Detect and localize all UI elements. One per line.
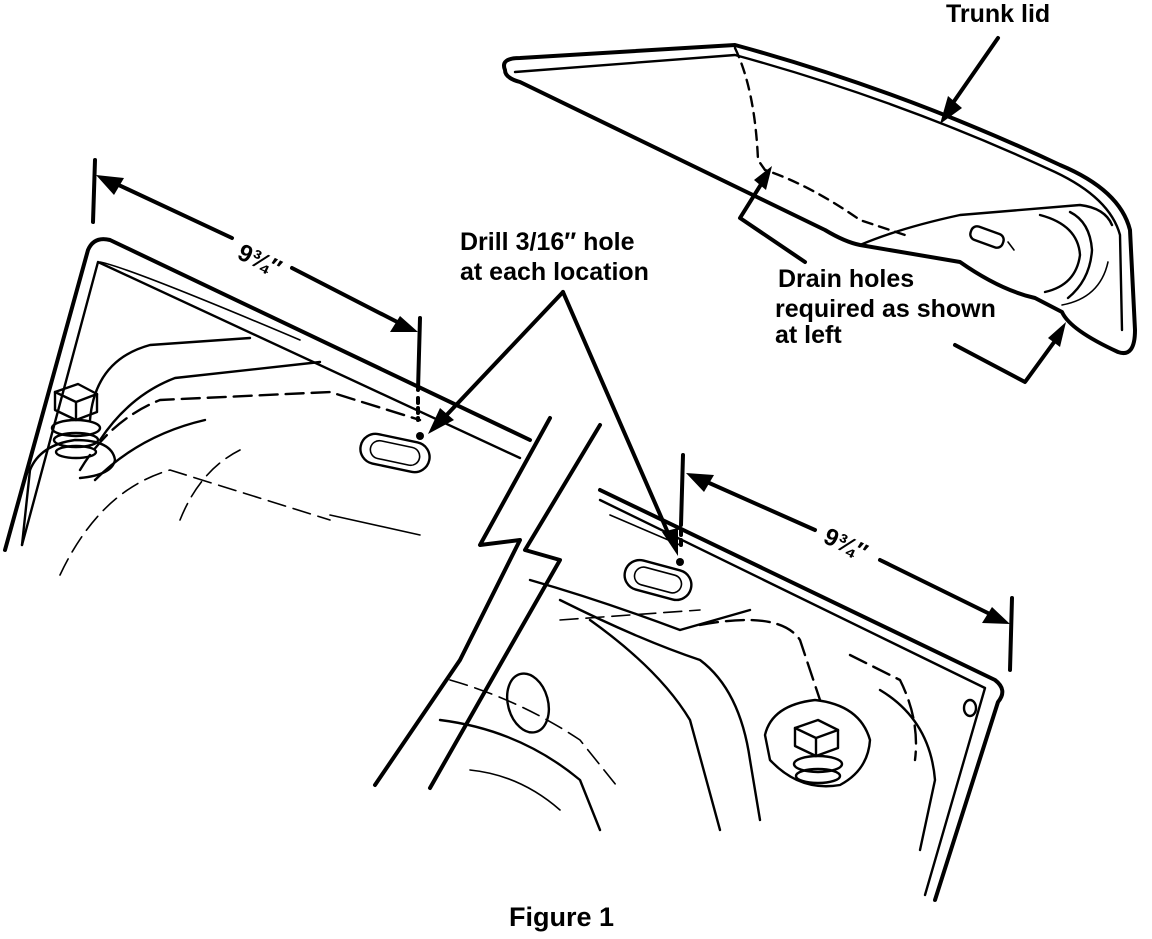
drill-leaders [428, 290, 678, 556]
right-bolt-icon [792, 718, 844, 785]
right-slot [623, 558, 693, 602]
drain-leaders [738, 166, 1066, 384]
drain-holes-line2: required as shown [775, 295, 996, 323]
drill-instruction-line2: at each location [460, 258, 649, 286]
left-bolt-icon [50, 382, 102, 460]
drain-holes-line3: at left [775, 321, 842, 349]
trunk-lid-leader [940, 36, 1000, 124]
trunk-lid-label: Trunk lid [946, 0, 1050, 28]
right-trunk-panel [438, 488, 1005, 902]
trunk-lid-drawing [502, 43, 1137, 355]
drain-holes-line1: Drain holes [778, 265, 914, 293]
right-dimension-label: 9¾″ [819, 523, 872, 567]
left-dimension-label: 9¾″ [233, 239, 286, 283]
left-trunk-panel [3, 237, 532, 576]
right-dimension [679, 453, 1014, 672]
break-line [373, 416, 602, 790]
left-dimension [91, 158, 422, 422]
figure-caption: Figure 1 [509, 902, 614, 932]
left-slot [359, 432, 431, 474]
left-drill-point [416, 432, 424, 440]
drill-instruction-line1: Drill 3/16″ hole [460, 228, 635, 256]
right-drill-point [676, 558, 684, 566]
